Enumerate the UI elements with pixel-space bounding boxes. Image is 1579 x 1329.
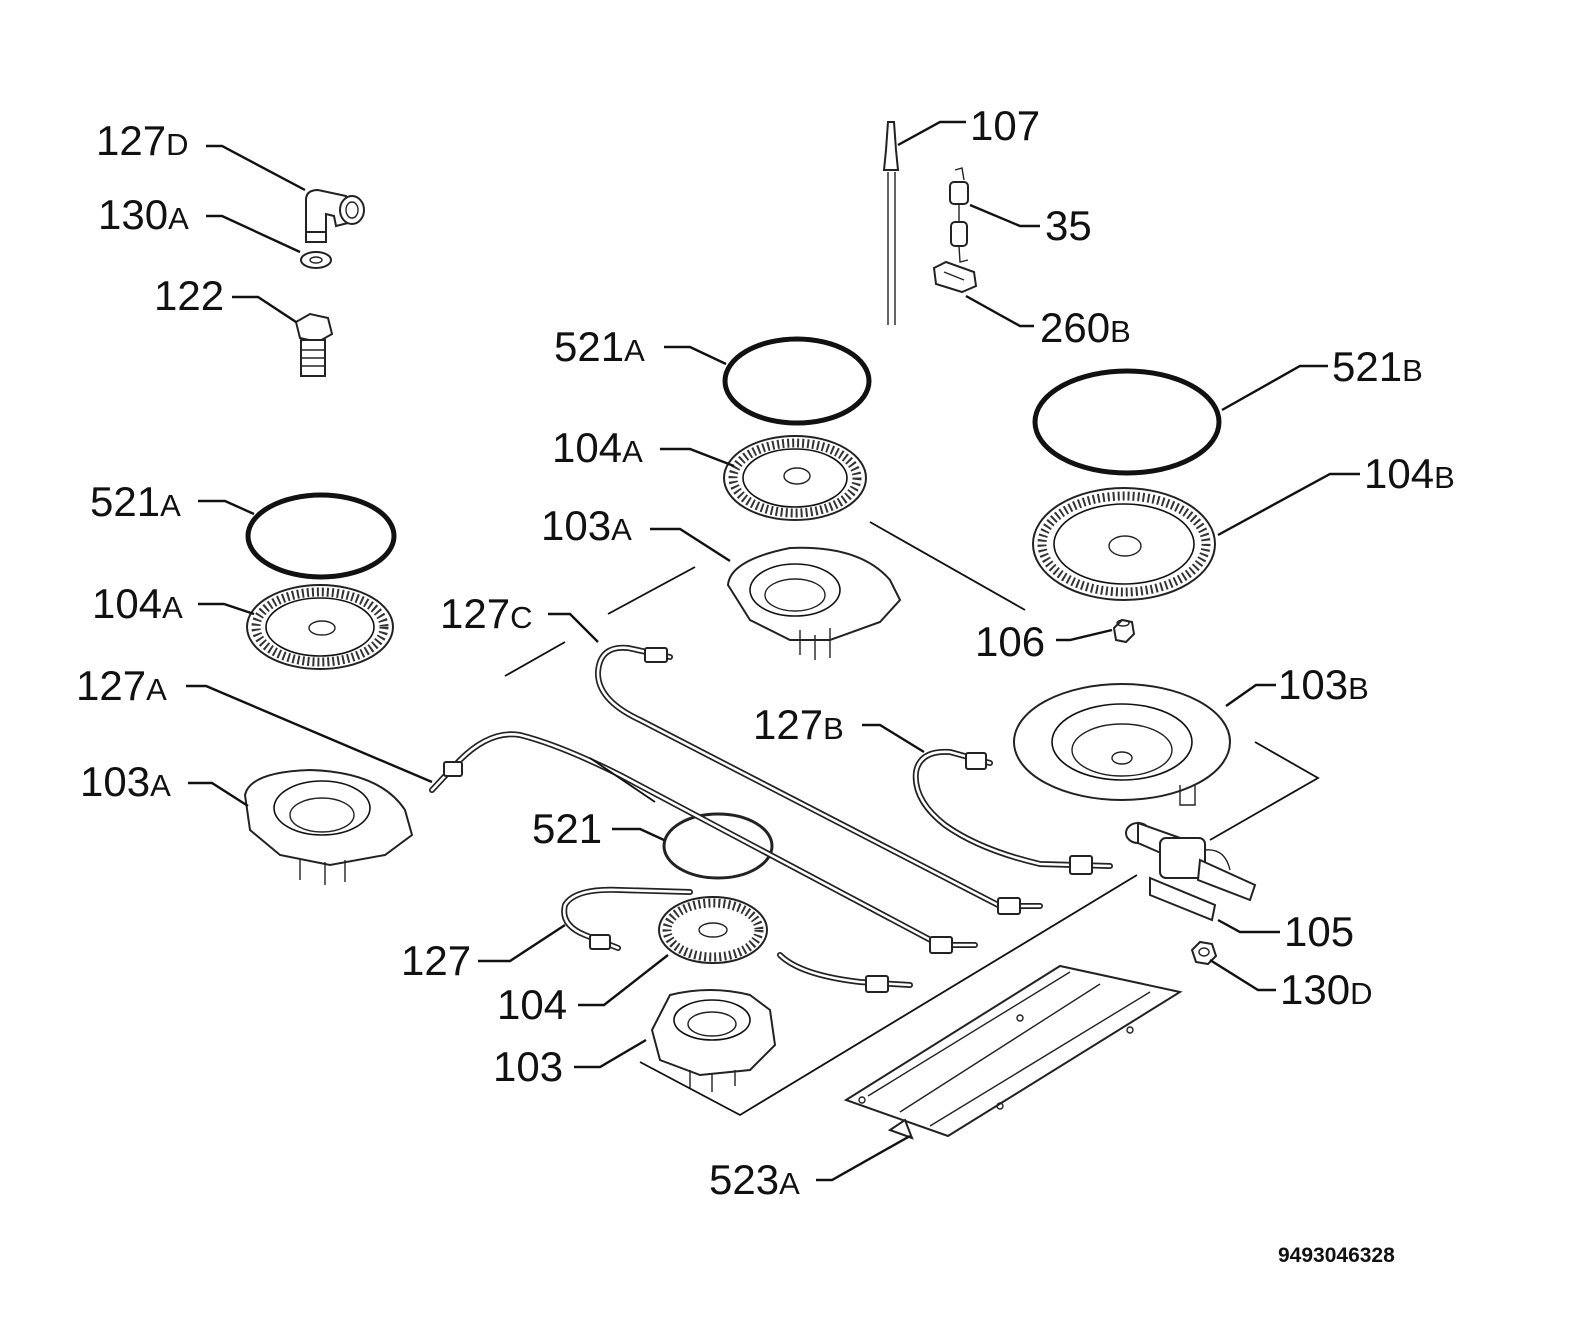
callout-103: 103 [493,1043,563,1090]
part-gas-pipe-127 [561,886,913,993]
part-gas-pipe-127b [912,748,1113,875]
callout-107: 107 [970,102,1040,149]
callout-103a-top: 103A [541,502,632,549]
part-burner-cap-521 [662,812,774,880]
callout-521a-top: 521A [554,323,645,370]
part-clip-260b [932,260,978,294]
part-burner-base-103 [650,989,777,1092]
callout-127d: 127D [96,117,188,164]
part-burner-crown-104 [658,896,768,964]
part-burner-base-103b [1013,683,1231,806]
part-thermocouple-107 [882,121,900,325]
callout-labels: 127D 130A 122 107 35 260B 521A 521B 104A… [76,102,1455,1203]
assembly-reference-lines [504,521,1320,1117]
part-burner-cap-521b [1032,368,1222,476]
part-burner-cap-521a-left [245,492,397,580]
callout-130d: 130D [1280,966,1372,1013]
part-burner-base-103a-left [243,768,414,885]
leader-lines [186,120,1360,1182]
callout-523a: 523A [709,1156,800,1203]
part-gas-pipe-127c [594,644,1043,915]
callout-260b: 260B [1040,304,1131,351]
callout-127c: 127C [440,590,532,637]
callout-104a-top: 104A [552,424,643,471]
callout-521a-left: 521A [90,478,181,525]
callout-122: 122 [154,272,224,319]
callout-103a-left: 103A [80,758,171,805]
callout-105: 105 [1284,908,1354,955]
callout-130a: 130A [98,191,189,238]
part-burner-crown-104b [1032,487,1216,601]
callout-127a: 127A [76,662,167,709]
callout-521: 521 [532,805,602,852]
part-burner-crown-104a-top [723,435,867,521]
callout-521b: 521B [1332,343,1423,390]
callout-104a-left: 104A [92,580,183,627]
part-burner-base-103a-top [726,546,902,660]
callout-127: 127 [401,937,471,984]
part-nut-130d [1190,940,1218,966]
callout-127b: 127B [753,701,844,748]
part-mounting-bracket-523a [843,964,1183,1140]
callout-104b: 104B [1364,450,1455,497]
drawing-number: 9493046328 [1278,1244,1395,1267]
callout-103b: 103B [1278,661,1369,708]
part-elbow-connector-127d [305,188,365,243]
part-burner-crown-104a-left [246,584,394,670]
callout-106: 106 [975,618,1045,665]
part-washer-130a [300,251,332,269]
part-electrode-35 [949,167,969,263]
part-injector-106 [1112,618,1136,644]
part-fitting-122 [294,312,334,377]
callout-35: 35 [1045,202,1092,249]
part-gas-valve-105 [1125,821,1257,922]
part-burner-cap-521a-top [722,336,872,426]
callout-104: 104 [497,981,567,1028]
